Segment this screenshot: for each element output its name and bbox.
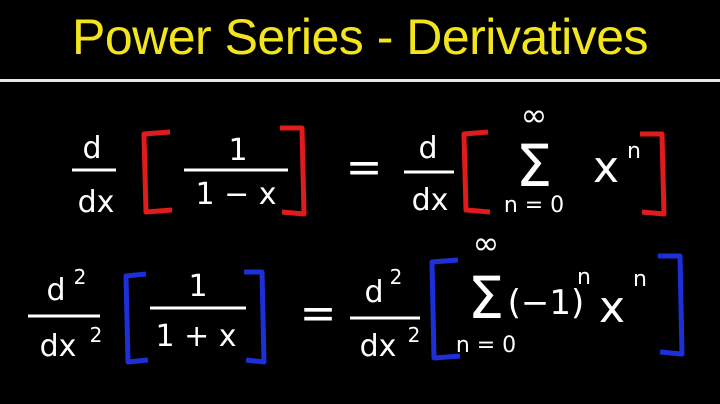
eq2-d-right: d bbox=[364, 275, 383, 310]
eq2-base: x bbox=[599, 282, 625, 333]
eq1-left-bracket bbox=[141, 129, 173, 215]
eq2-exponent: n bbox=[633, 267, 647, 292]
eq2-sigma: Σ bbox=[468, 264, 505, 332]
eq1-dx: dx bbox=[78, 185, 115, 220]
eq2-right-bracket bbox=[244, 269, 267, 365]
eq2-dx: dx bbox=[40, 329, 77, 364]
eq1-sum-right-bracket bbox=[640, 131, 667, 217]
eq2-dx-right: dx bbox=[360, 329, 397, 364]
eq2-d-exponent: 2 bbox=[74, 265, 87, 289]
eq1-d-right: d bbox=[418, 131, 437, 166]
eq2-lower-limit: n = 0 bbox=[456, 333, 516, 358]
eq1-right-bracket bbox=[280, 125, 307, 217]
equation-2: d 2 dx 2 1 1 + x = d 2 dx 2 ∞ bbox=[28, 224, 685, 365]
eq1-exponent: n bbox=[627, 139, 641, 164]
eq2-numerator: 1 bbox=[188, 269, 207, 304]
eq1-dx-right: dx bbox=[412, 183, 449, 218]
eq2-dx-exponent: 2 bbox=[90, 323, 103, 347]
eq2-denominator: 1 + x bbox=[155, 319, 236, 354]
eq2-d: d bbox=[46, 273, 65, 308]
title: Power Series - Derivatives bbox=[71, 9, 649, 65]
eq1-equals: = bbox=[346, 142, 383, 193]
eq1-lower-limit: n = 0 bbox=[504, 193, 564, 218]
eq1-numerator: 1 bbox=[228, 133, 247, 168]
eq2-upper-limit: ∞ bbox=[473, 224, 500, 262]
eq2-equals: = bbox=[300, 288, 337, 339]
eq1-denominator: 1 − x bbox=[195, 177, 276, 212]
equation-1: d dx 1 1 − x = d dx ∞ Σ n = 0 x bbox=[72, 96, 667, 220]
eq1-sigma: Σ bbox=[516, 132, 553, 200]
eq2-dx-right-exponent: 2 bbox=[408, 323, 421, 347]
eq1-sum-left-bracket bbox=[461, 129, 491, 215]
eq2-sum-left-bracket bbox=[429, 257, 461, 361]
eq1-base: x bbox=[593, 142, 619, 193]
eq2-left-bracket bbox=[123, 271, 149, 365]
eq1-upper-limit: ∞ bbox=[521, 96, 548, 134]
eq1-d: d bbox=[82, 131, 101, 166]
title-underline bbox=[0, 79, 720, 82]
eq2-factor-exponent: n bbox=[577, 265, 591, 290]
eq2-d-right-exponent: 2 bbox=[390, 265, 403, 289]
eq2-factor: (−1) bbox=[508, 283, 585, 323]
eq2-sum-right-bracket bbox=[658, 253, 685, 357]
